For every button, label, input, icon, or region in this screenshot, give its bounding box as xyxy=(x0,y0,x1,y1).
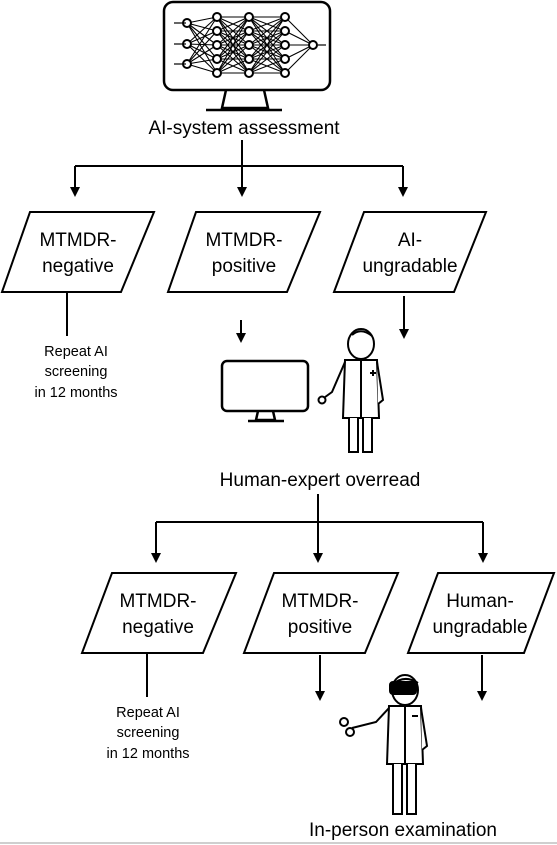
stage2-title: Human-expert overread xyxy=(220,470,421,491)
nn-node xyxy=(244,54,254,64)
stage1-box-positive: MTMDR- positive xyxy=(166,211,322,293)
svg-text:negative: negative xyxy=(42,256,114,277)
svg-text:MTMDR-: MTMDR- xyxy=(281,591,358,612)
stage1-box-negative: MTMDR- negative xyxy=(0,211,156,293)
svg-text:in 12 months: in 12 months xyxy=(106,746,189,762)
final-title: In-person examination xyxy=(309,820,497,841)
nn-node xyxy=(212,68,222,78)
svg-text:MTMDR-: MTMDR- xyxy=(39,230,116,251)
doctor-icon xyxy=(317,328,385,453)
stage1-outputs xyxy=(66,292,409,343)
svg-text:negative: negative xyxy=(122,617,194,638)
stage1-box-ungradable: AI- ungradable xyxy=(332,211,488,293)
nn-node xyxy=(244,26,254,36)
stage2-box-positive: MTMDR- positive xyxy=(242,572,400,654)
stage2-outputs xyxy=(146,653,487,701)
nn-node xyxy=(280,40,290,50)
svg-text:Repeat AI: Repeat AI xyxy=(116,705,180,721)
svg-text:positive: positive xyxy=(288,617,352,638)
svg-text:screening: screening xyxy=(45,364,108,380)
nn-node xyxy=(212,12,222,22)
nn-node xyxy=(212,26,222,36)
nn-node xyxy=(212,54,222,64)
svg-text:Human-: Human- xyxy=(446,591,514,612)
monitor-icon xyxy=(220,359,310,423)
stage1-title: AI-system assessment xyxy=(148,118,340,139)
neural-network-monitor-icon xyxy=(162,0,332,112)
stage2-box-negative: MTMDR- negative xyxy=(80,572,238,654)
svg-text:MTMDR-: MTMDR- xyxy=(205,230,282,251)
nn-node xyxy=(308,40,318,50)
nn-node xyxy=(244,68,254,78)
svg-text:positive: positive xyxy=(212,256,276,277)
svg-text:screening: screening xyxy=(117,725,180,741)
svg-text:AI-: AI- xyxy=(398,230,422,251)
svg-text:Repeat AI: Repeat AI xyxy=(44,344,108,360)
svg-text:ungradable: ungradable xyxy=(432,617,527,638)
doctor-with-headset-icon xyxy=(339,674,429,815)
stage1-note: Repeat AI screening in 12 months xyxy=(34,344,117,401)
nn-node xyxy=(244,40,254,50)
svg-text:ungradable: ungradable xyxy=(362,256,457,277)
stage2-connectors xyxy=(151,494,488,563)
nn-node xyxy=(280,26,290,36)
stage2-note: Repeat AI screening in 12 months xyxy=(106,705,189,762)
stage2-box-ungradable: Human- ungradable xyxy=(406,572,556,654)
nn-node xyxy=(280,54,290,64)
nn-node xyxy=(244,12,254,22)
svg-text:in 12 months: in 12 months xyxy=(34,385,117,401)
nn-node xyxy=(212,40,222,50)
stage1-connectors xyxy=(70,140,408,197)
svg-text:MTMDR-: MTMDR- xyxy=(119,591,196,612)
nn-node xyxy=(280,68,290,78)
nn-node xyxy=(280,12,290,22)
